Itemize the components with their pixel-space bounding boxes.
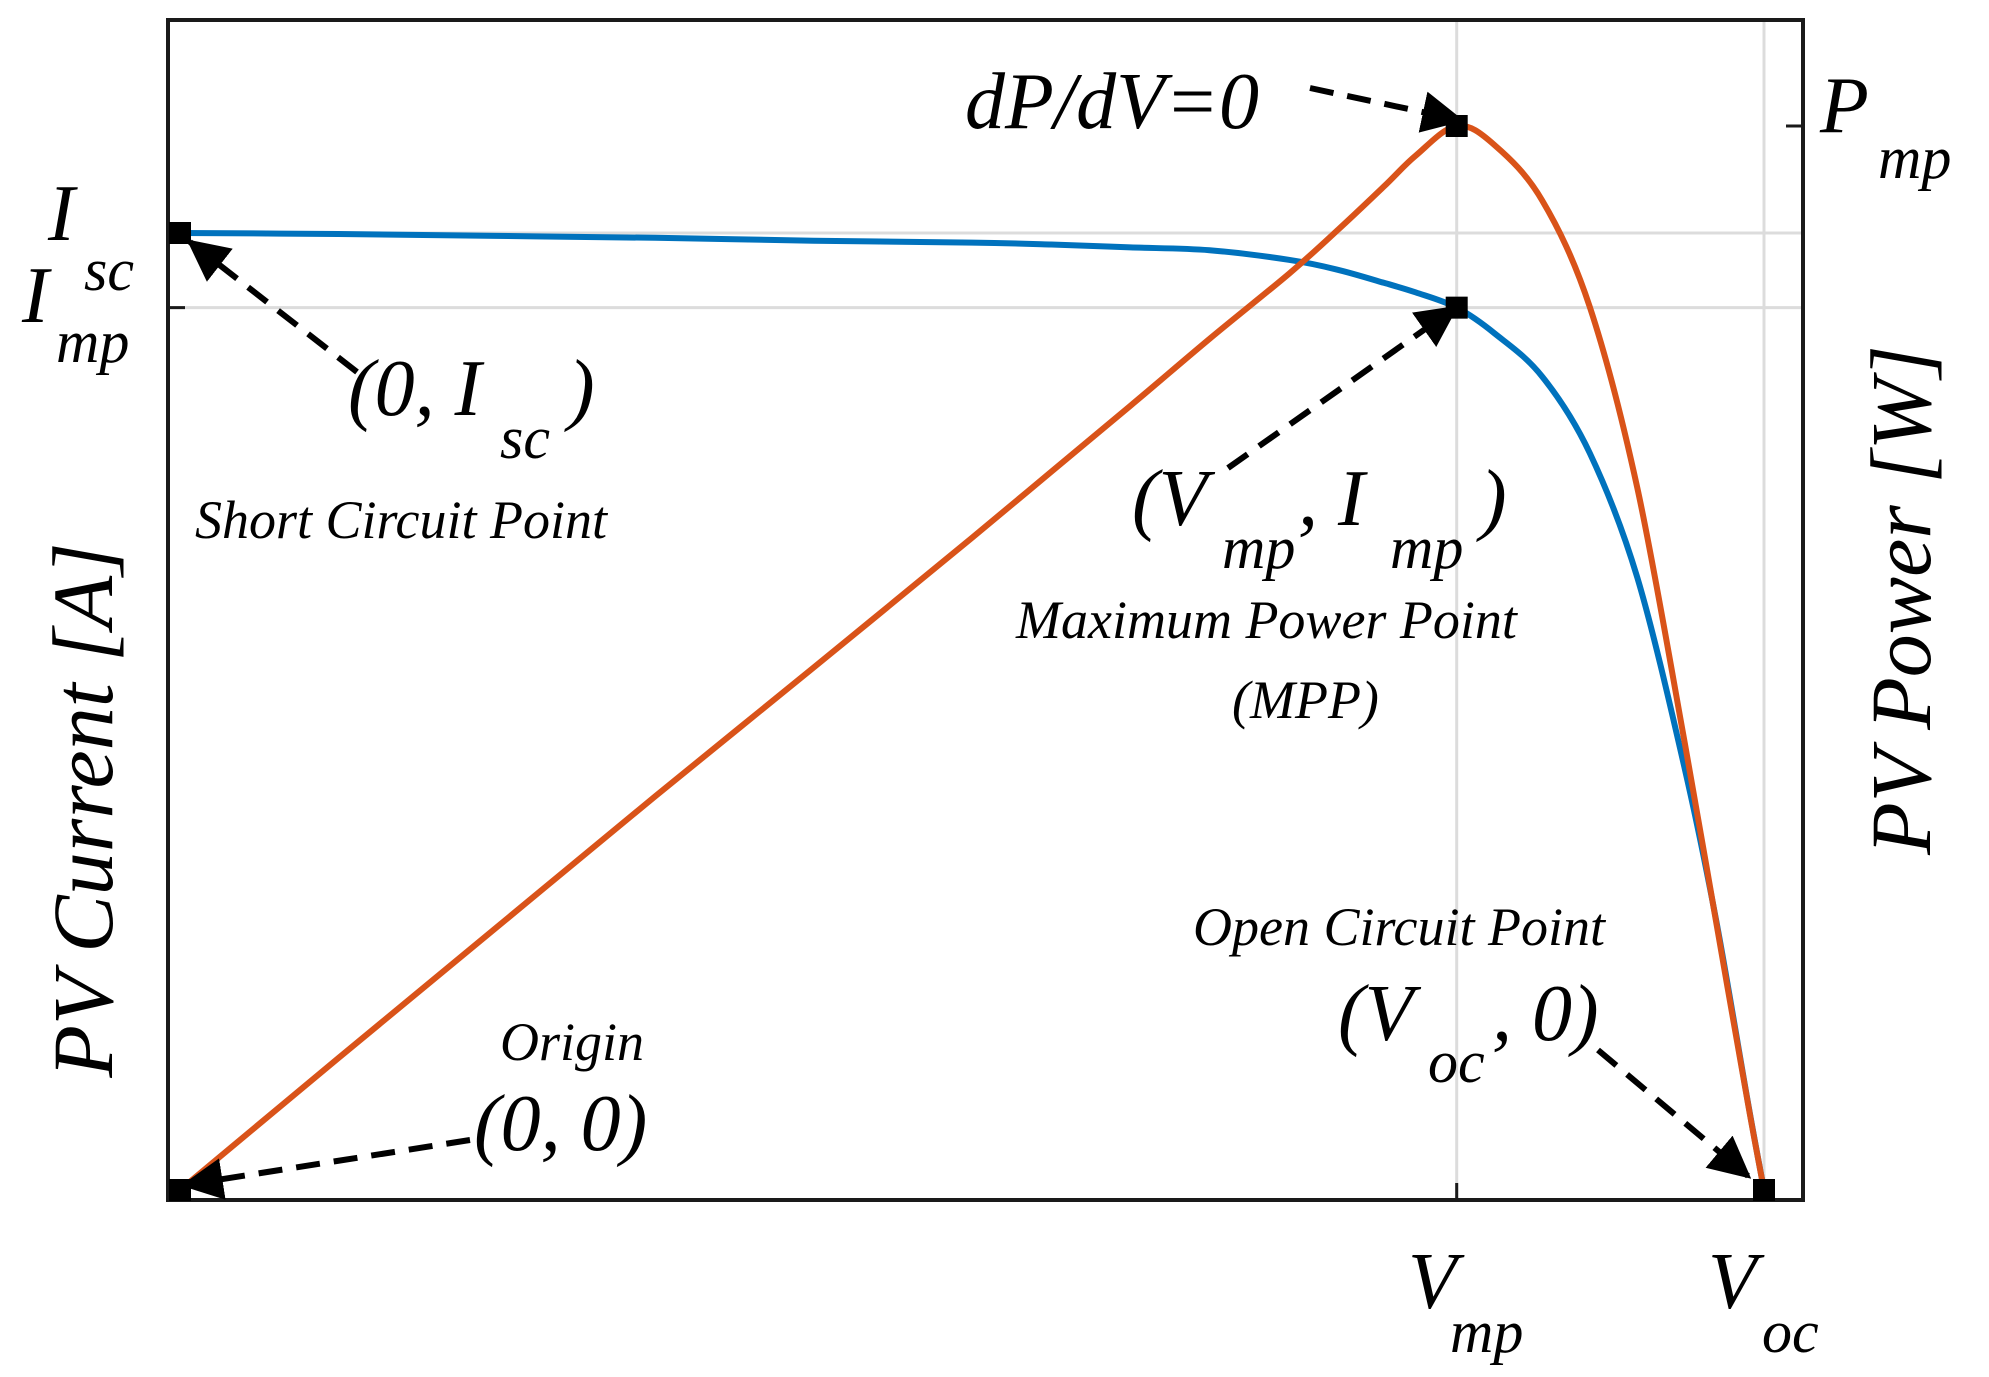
svg-text:I: I <box>21 252 52 340</box>
svg-text:oc: oc <box>1762 1299 1819 1365</box>
arrow-mpp <box>1226 305 1459 471</box>
svg-text:mp: mp <box>1450 1299 1523 1365</box>
svg-text:, I: , I <box>1298 455 1368 543</box>
tick-label-imp: I mp <box>21 252 129 375</box>
mpp-coordinate-label: (V mp , I mp ) <box>1132 455 1507 581</box>
arrow-dpdv <box>1309 85 1465 133</box>
svg-text:mp: mp <box>1878 125 1951 191</box>
arrow-origin <box>180 1137 471 1200</box>
svg-text:(0, I: (0, I <box>348 345 485 433</box>
svg-text:sc: sc <box>84 237 134 303</box>
dpdv-label: dP/dV=0 <box>965 58 1259 146</box>
isc-coordinate-label: (0, I sc ) <box>348 345 595 471</box>
marker-open-circuit <box>1753 1179 1775 1201</box>
svg-text:): ) <box>1476 455 1507 543</box>
mpp-abbr-label: (MPP) <box>1232 670 1379 730</box>
svg-text:P: P <box>1819 62 1869 150</box>
annotation-arrows <box>180 85 1752 1200</box>
svg-text:mp: mp <box>1390 515 1463 581</box>
open-circuit-label: Open Circuit Point <box>1193 897 1607 957</box>
svg-text:): ) <box>564 345 595 433</box>
series-line-p-v <box>178 122 1767 1193</box>
tick-label-vmp: V mp <box>1408 1238 1523 1365</box>
left-axis-title: PV Current [A] <box>35 542 131 1078</box>
origin-coordinate-label: (0, 0) <box>474 1080 647 1168</box>
origin-label: Origin <box>500 1012 644 1072</box>
svg-text:oc: oc <box>1428 1029 1485 1095</box>
svg-text:V: V <box>1708 1238 1765 1326</box>
short-circuit-label: Short Circuit Point <box>195 490 609 550</box>
svg-text:I: I <box>47 170 78 258</box>
svg-text:(V: (V <box>1338 970 1422 1058</box>
svg-text:(V: (V <box>1132 455 1216 543</box>
series-line-i-v <box>179 230 1767 1191</box>
tick-label-pmp: P mp <box>1819 62 1951 191</box>
svg-text:V: V <box>1408 1238 1465 1326</box>
marker-mpp-power <box>1445 115 1468 137</box>
voc-coordinate-label: (V oc , 0) <box>1338 970 1599 1095</box>
tick-label-voc: V oc <box>1708 1238 1819 1365</box>
tick-label-isc: I sc <box>47 170 134 303</box>
right-axis-title: PV Power [W] <box>1853 345 1949 856</box>
mpp-label: Maximum Power Point <box>1015 590 1519 650</box>
marker-short-circuit <box>169 222 191 244</box>
plot-frame <box>166 18 1805 1202</box>
curves <box>178 122 1767 1193</box>
svg-text:mp: mp <box>56 309 129 375</box>
arrow-open-circuit <box>1596 1047 1752 1179</box>
svg-text:, 0): , 0) <box>1492 970 1599 1058</box>
svg-text:sc: sc <box>500 405 550 471</box>
svg-text:mp: mp <box>1222 515 1295 581</box>
